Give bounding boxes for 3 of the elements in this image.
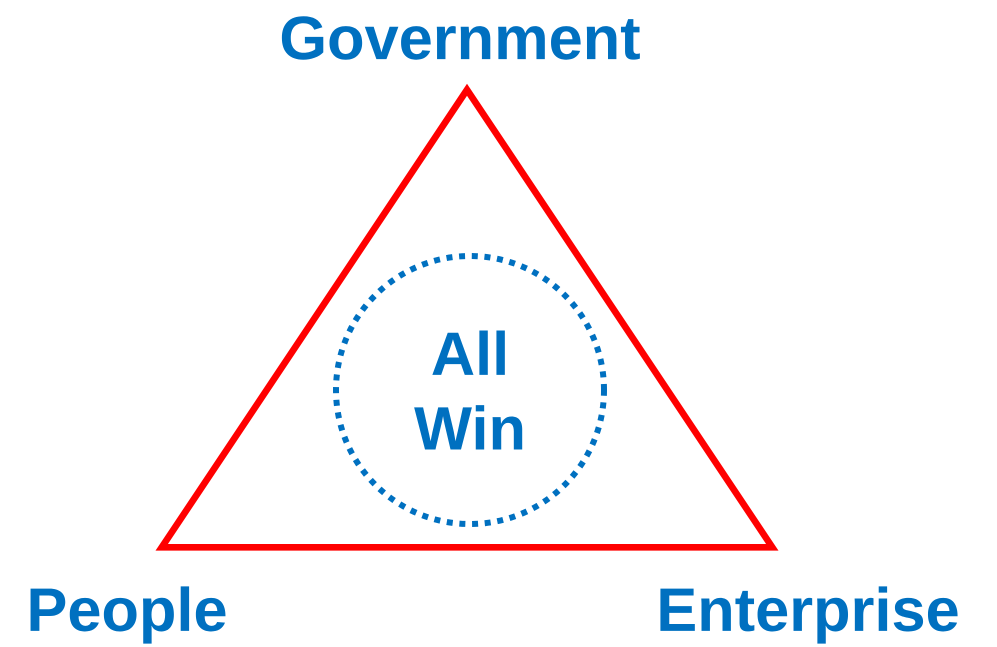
vertex-label: Enterprise (660, 586, 958, 644)
vertex-label: Government (282, 16, 640, 60)
vertex-label: People (30, 586, 226, 644)
